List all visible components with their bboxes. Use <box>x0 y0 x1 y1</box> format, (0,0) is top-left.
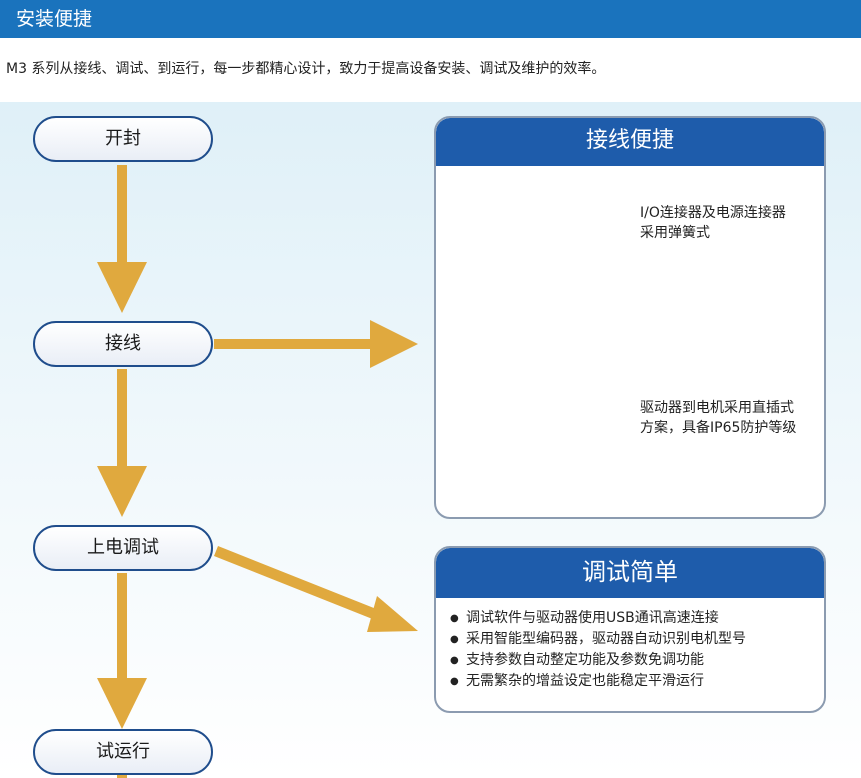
list-item: 调试软件与驱动器使用USB通讯高速连接 <box>450 608 824 629</box>
step-unbox: 开封 <box>33 116 213 162</box>
down-arrows <box>97 165 147 778</box>
list-item: 支持参数自动整定功能及参数免调功能 <box>450 650 824 671</box>
section-title: 安装便捷 <box>16 8 93 30</box>
list-item: 采用智能型编码器，驱动器自动识别电机型号 <box>450 629 824 650</box>
debug-card: 调试简单 调试软件与驱动器使用USB通讯高速连接 采用智能型编码器，驱动器自动识… <box>434 546 826 713</box>
debug-card-title: 调试简单 <box>436 548 824 598</box>
step-label: 接线 <box>105 333 141 354</box>
note-connector: I/O连接器及电源连接器采用弹簧式 <box>640 203 790 243</box>
step-power-on-debug: 上电调试 <box>33 525 213 571</box>
step-label: 上电调试 <box>87 537 159 558</box>
step-trial-run: 试运行 <box>33 729 213 775</box>
section-header: 安装便捷 <box>0 0 861 38</box>
note-motor-text: 驱动器到电机采用直插式方案，具备IP65防护等级 <box>640 400 797 436</box>
right-arrows <box>214 320 418 632</box>
note-connector-text: I/O连接器及电源连接器采用弹簧式 <box>640 205 786 241</box>
step-label: 开封 <box>105 128 141 149</box>
wiring-card: 接线便捷 <box>434 116 826 519</box>
list-item: 无需繁杂的增益设定也能稳定平滑运行 <box>450 671 824 692</box>
intro-text: M3 系列从接线、调试、到运行，每一步都精心设计，致力于提高设备安装、调试及维护… <box>6 61 606 77</box>
step-wiring: 接线 <box>33 321 213 367</box>
step-label: 试运行 <box>96 741 150 762</box>
wiring-card-title: 接线便捷 <box>436 118 824 166</box>
debug-feature-list: 调试软件与驱动器使用USB通讯高速连接 采用智能型编码器，驱动器自动识别电机型号… <box>436 598 824 692</box>
note-motor: 驱动器到电机采用直插式方案，具备IP65防护等级 <box>640 398 800 438</box>
